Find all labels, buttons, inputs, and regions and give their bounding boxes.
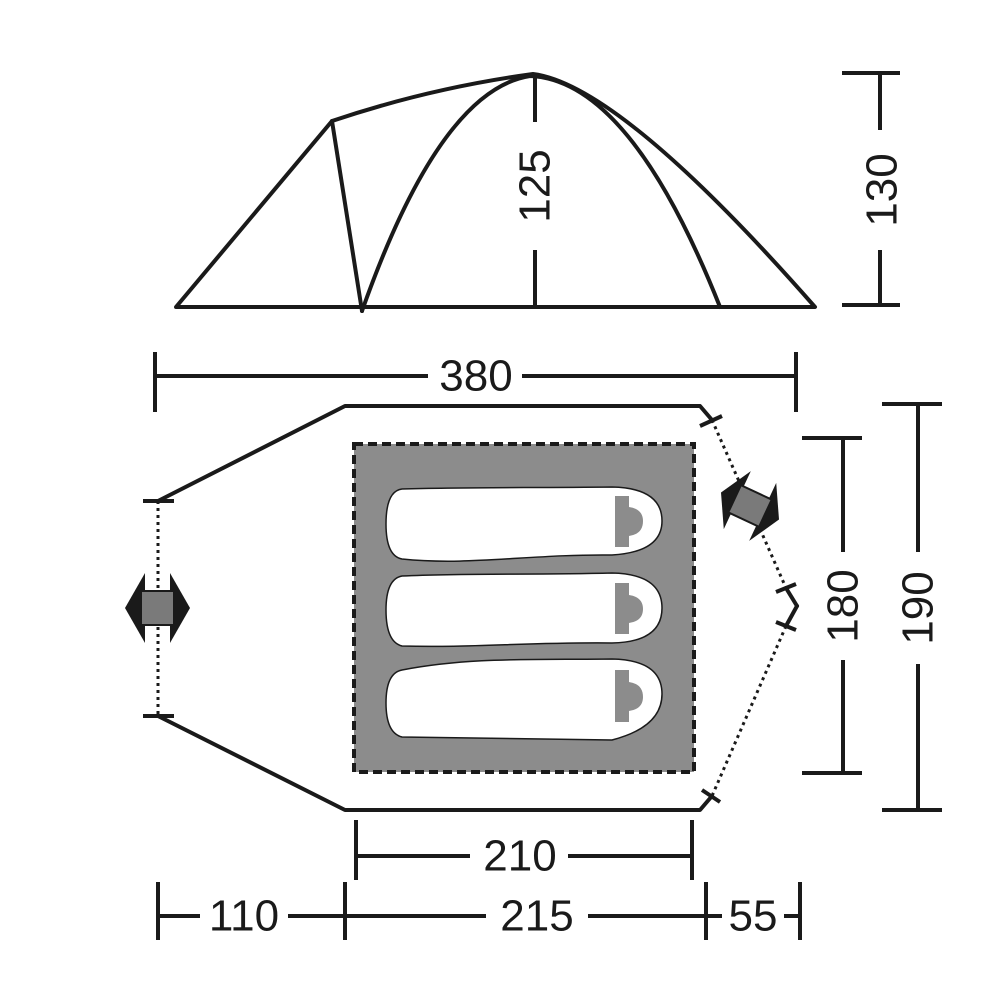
sleeping-bag bbox=[385, 486, 663, 562]
pillow-icon bbox=[615, 496, 643, 547]
rear-vertex-short-2 bbox=[784, 604, 799, 628]
side-view-outline bbox=[174, 72, 817, 309]
fly-outline-bottom bbox=[156, 714, 714, 812]
front-door-arrow-icon bbox=[125, 573, 190, 643]
outer-height-dimension: 130 bbox=[842, 71, 907, 307]
sleeping-bag bbox=[385, 572, 663, 648]
rear-zipper-tick-1 bbox=[699, 414, 723, 428]
side-view: 125 bbox=[174, 72, 817, 313]
inner-width-dimension: 180 bbox=[802, 436, 868, 775]
outer-width-label: 190 bbox=[894, 571, 943, 644]
inner-width-label: 180 bbox=[819, 569, 868, 642]
pillow-icon bbox=[615, 670, 643, 722]
rear-zipper-tick-2 bbox=[775, 582, 797, 594]
dome-arch bbox=[360, 74, 722, 313]
rear-vestibule-label: 55 bbox=[729, 892, 778, 941]
body-length-label: 215 bbox=[500, 892, 573, 941]
length-breakdown-dimension: 110 215 55 bbox=[156, 882, 802, 941]
inner-length-dimension: 210 bbox=[354, 820, 694, 881]
rear-vertex-short bbox=[784, 586, 799, 608]
fly-outline-top bbox=[156, 404, 714, 503]
outer-height-label: 130 bbox=[858, 153, 907, 226]
pillow-icon bbox=[615, 583, 643, 634]
total-length-label: 380 bbox=[439, 352, 512, 401]
rear-door-zipper-bottom bbox=[710, 625, 788, 797]
front-vestibule-label: 110 bbox=[209, 892, 279, 941]
front-pole bbox=[330, 119, 364, 313]
rear-zipper-tick-3 bbox=[775, 620, 797, 632]
rear-zipper-tick-4 bbox=[700, 788, 722, 804]
total-length-dimension: 380 bbox=[153, 352, 798, 412]
rear-door-arrow-icon bbox=[720, 471, 780, 541]
inner-length-label: 210 bbox=[483, 832, 556, 881]
sleeping-bag bbox=[385, 658, 663, 741]
inner-height-label: 125 bbox=[511, 149, 560, 222]
top-view bbox=[125, 404, 799, 812]
outer-width-dimension: 190 bbox=[882, 402, 943, 812]
